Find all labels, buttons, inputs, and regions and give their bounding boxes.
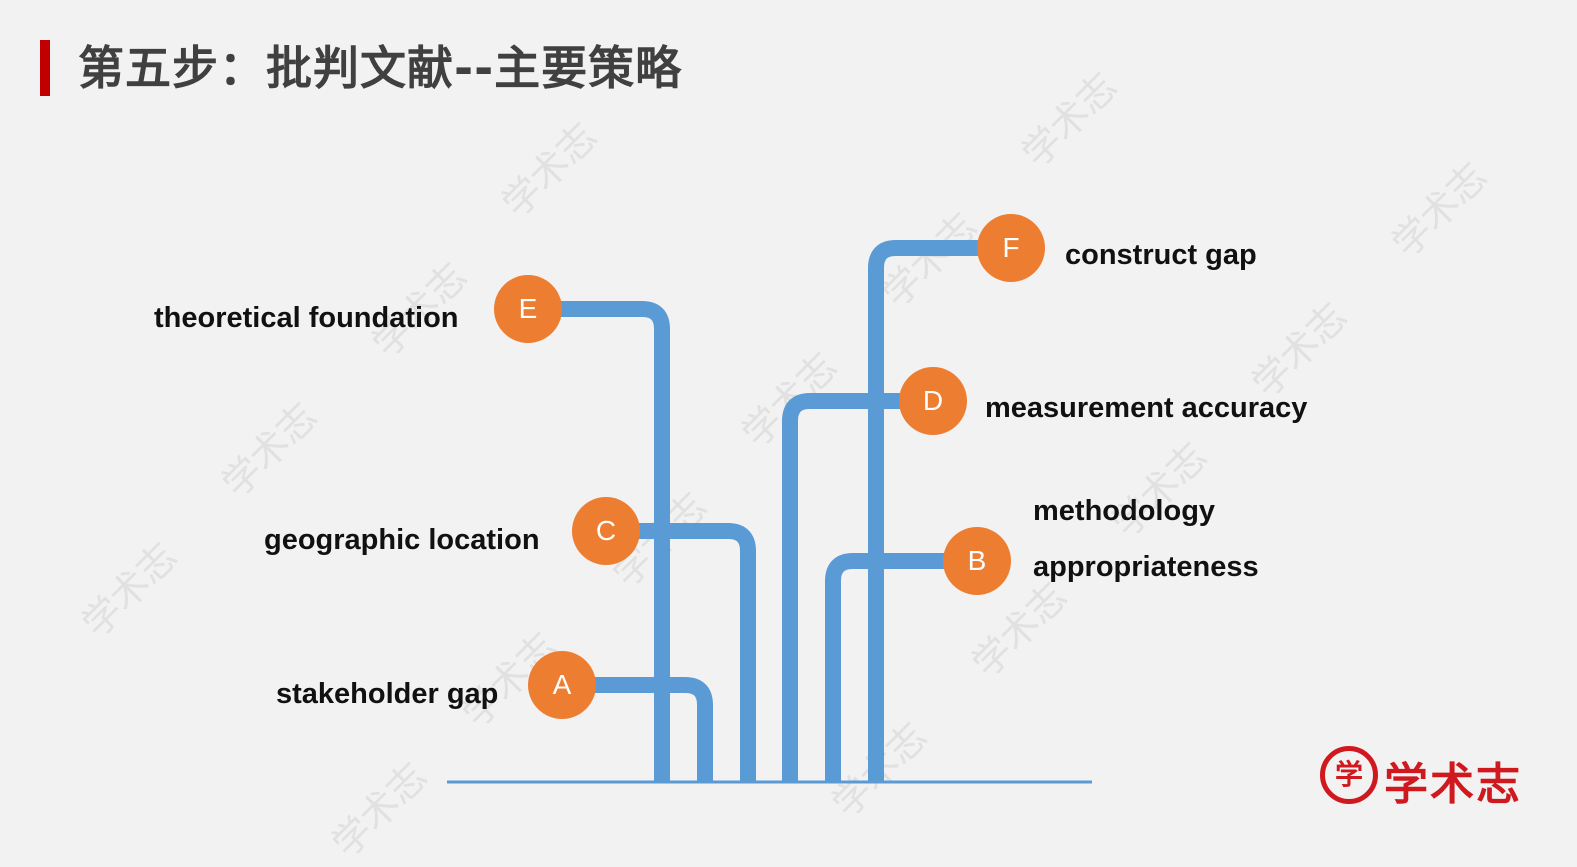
connector-b: [825, 553, 977, 782]
node-b: [943, 527, 1011, 595]
page-title: 第五步：批判文献--主要策略: [78, 41, 683, 95]
connector-a: [562, 677, 713, 782]
connector-d: [782, 393, 933, 782]
connector-f: [868, 240, 1011, 782]
label-construct-gap: construct gap: [1065, 239, 1257, 271]
brand-logo: 学 学术志: [1320, 744, 1560, 810]
label-geographic-location: geographic location: [264, 524, 540, 556]
node-b-letter: B: [968, 545, 987, 576]
node-d: [899, 367, 967, 435]
label-theoretical-foundation: theoretical foundation: [154, 302, 459, 334]
node-e: [494, 275, 562, 343]
logo-text: 学术志: [1384, 759, 1522, 810]
title-accent-bar: [40, 40, 50, 96]
node-f: [977, 214, 1045, 282]
label-methodology: methodology: [1033, 495, 1216, 527]
node-f-letter: F: [1002, 232, 1019, 263]
connector-e: [528, 301, 670, 782]
node-e-letter: E: [519, 293, 538, 324]
label-appropriateness: appropriateness: [1033, 551, 1259, 583]
node-c: [572, 497, 640, 565]
node-d-letter: D: [923, 385, 943, 416]
node-c-letter: C: [596, 515, 616, 546]
node-a: [528, 651, 596, 719]
connector-c: [606, 523, 756, 782]
label-measurement-accuracy: measurement accuracy: [985, 392, 1308, 424]
strategy-diagram: E C A F D B: [447, 214, 1092, 784]
logo-mark: 学: [1320, 746, 1378, 804]
label-stakeholder-gap: stakeholder gap: [276, 678, 499, 710]
node-a-letter: A: [553, 669, 572, 700]
